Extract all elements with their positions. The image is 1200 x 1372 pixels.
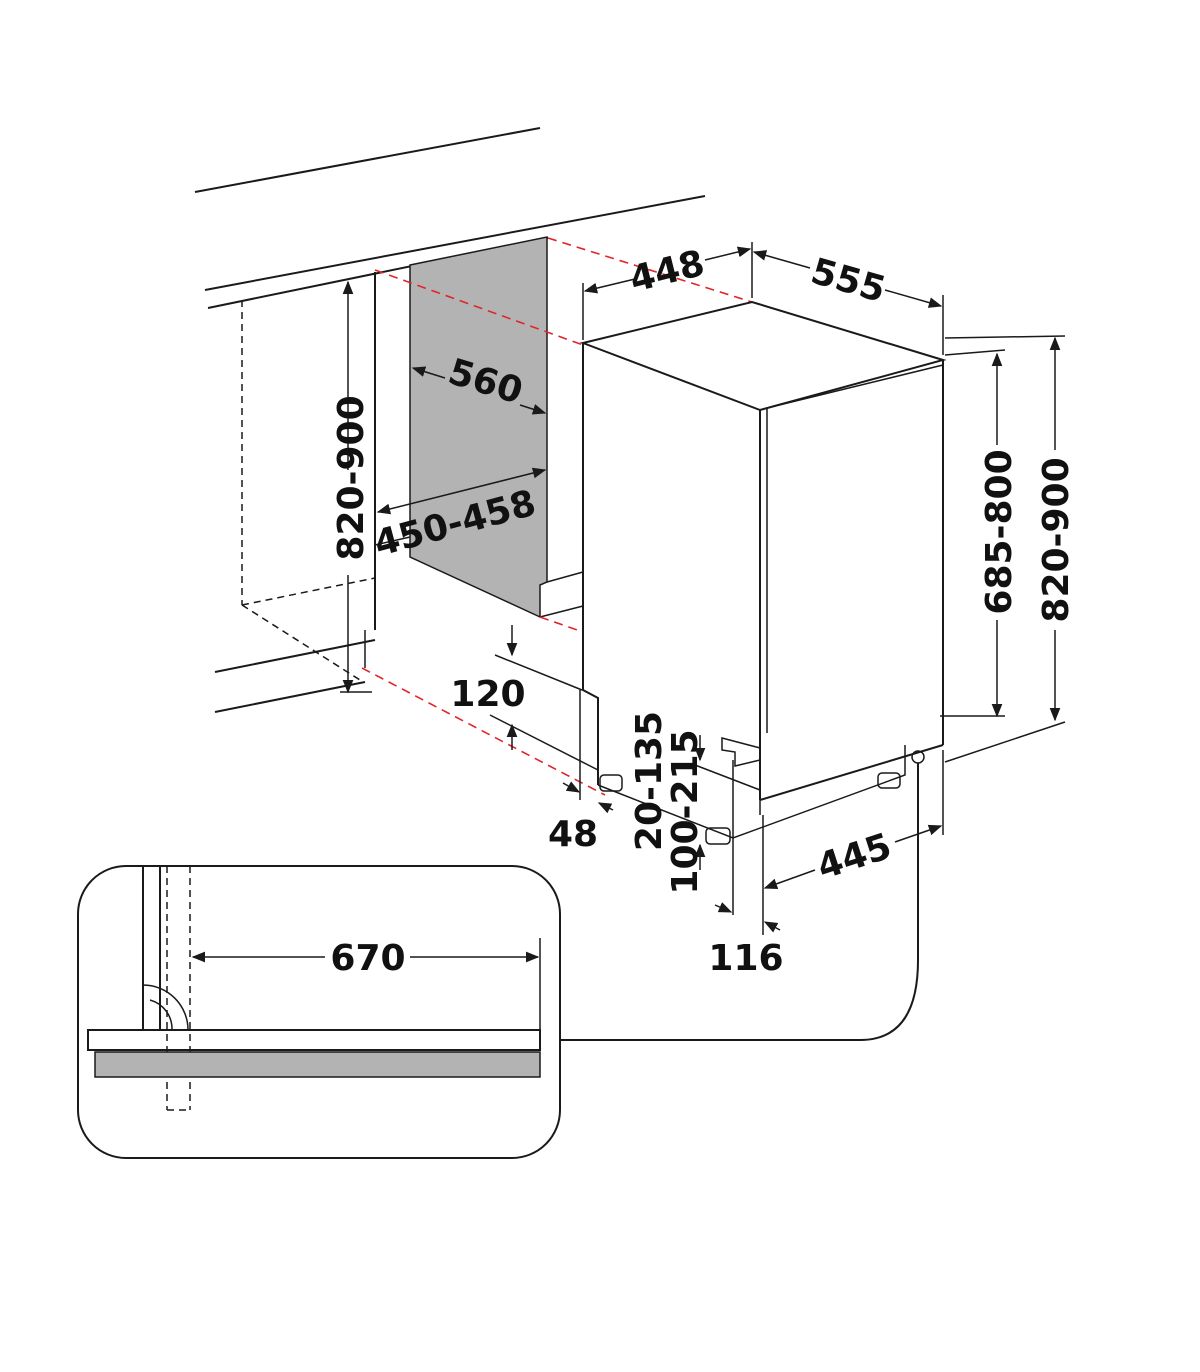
plinth-setback-label: 48 [548, 814, 598, 855]
plinth-height-label: 120 [450, 674, 525, 715]
foot [877, 772, 901, 789]
alignment-guides [361, 237, 753, 796]
hose-length-label: 670 [330, 938, 405, 979]
appliance-height-label: 820-900 [1036, 457, 1077, 622]
hose-detail-inset [77, 763, 919, 1159]
feet-width-label: 445 [812, 826, 896, 888]
niche-back-panel [409, 236, 548, 619]
appliance-depth-label: 555 [806, 251, 890, 311]
niche [214, 236, 584, 713]
foot [705, 827, 731, 845]
door-offset-label: 116 [708, 938, 783, 979]
niche-height-label: 820-900 [331, 395, 372, 560]
foot [599, 774, 623, 792]
foot-range-a-label: 20-135 [629, 711, 670, 851]
appliance-width-label: 448 [626, 243, 709, 301]
foot-range-b-label: 100-215 [665, 729, 706, 894]
dishwasher [579, 300, 947, 845]
door-height-label: 685-800 [979, 449, 1020, 614]
cabinet-base-panel [94, 1051, 541, 1078]
